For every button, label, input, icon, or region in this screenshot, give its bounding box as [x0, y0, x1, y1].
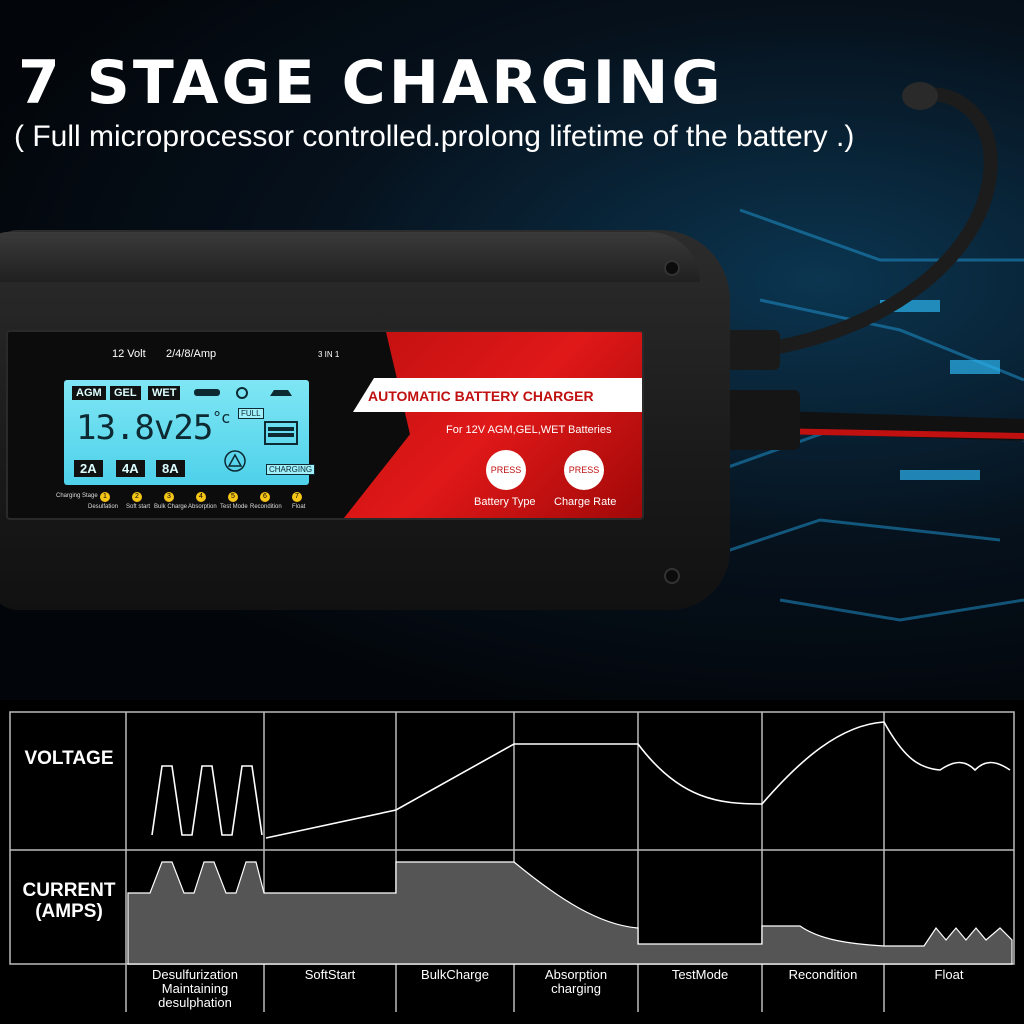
- screw-icon: [664, 260, 680, 276]
- stage-led-label-1: Desulfation: [88, 504, 119, 510]
- stage-led-label-2: Soft start: [126, 504, 151, 510]
- lcd-type-wet: WET: [148, 386, 181, 400]
- charging-stage-title: Charging Stage: [56, 493, 98, 499]
- control-panel: 12 Volt 2/4/8/Amp 3 IN 1 AGM GEL WET 13.…: [6, 330, 644, 520]
- panel-title-strip: [353, 378, 642, 412]
- battery-icon: [264, 421, 298, 445]
- motorbike-icon: [236, 387, 248, 399]
- stage-led-label-7: Float: [292, 504, 306, 510]
- battery-type-button[interactable]: PRESS: [486, 450, 526, 490]
- lcd-full-indicator: FULL: [238, 408, 264, 419]
- brand-subtitle: For 12V AGM,GEL,WET Batteries: [446, 424, 612, 436]
- stage-label-softstart: SoftStart: [304, 967, 356, 982]
- stage-led-5: 5: [228, 492, 238, 502]
- stage-label-absorption: Absorption charging: [544, 967, 608, 996]
- stage-label-desulfurization: Desulfurization Maintaining desulphation: [152, 967, 238, 1010]
- stage-led-1: 1: [100, 492, 110, 502]
- row-label-voltage: VOLTAGE: [24, 748, 114, 769]
- stage-led-label-3: Bulk Charge: [154, 504, 188, 510]
- stage-label-testmode: TestMode: [671, 967, 729, 982]
- stage-led-7: 7: [292, 492, 302, 502]
- stage-led-4: 4: [196, 492, 206, 502]
- charger-cable: [719, 82, 1024, 450]
- lcd-reading: 13.8v25°c: [76, 408, 231, 448]
- brand-title: AUTOMATIC BATTERY CHARGER: [368, 388, 594, 404]
- charge-rate-button[interactable]: PRESS: [564, 450, 604, 490]
- warning-icon: [224, 450, 246, 472]
- stage-led-6: 6: [260, 492, 270, 502]
- stage-led-label-6: Recondition: [250, 504, 282, 510]
- temperature-sensor-icon: [902, 82, 938, 110]
- spec-mode: 3 IN 1: [318, 350, 340, 359]
- charger-top: [0, 232, 700, 282]
- row-label-current: CURRENT (AMPS): [22, 880, 116, 922]
- lcd-display: AGM GEL WET 13.8v25°c FULL CHARGING 2A 4…: [64, 380, 316, 485]
- charging-stage-indicators: Charging Stage 1 Desulfation 2 Soft star…: [56, 492, 316, 516]
- stage-label-recondition: Recondition: [788, 967, 858, 982]
- battery-type-label: Battery Type: [474, 496, 536, 508]
- charge-rate-label: Charge Rate: [554, 496, 617, 508]
- boat-icon: [270, 390, 292, 396]
- page-headline: 7 STAGE CHARGING: [18, 48, 724, 118]
- spec-volt: 12 Volt: [112, 348, 146, 360]
- car-icon: [194, 389, 220, 396]
- stage-led-label-4: Absorption: [188, 504, 217, 510]
- stage-label-float: Float: [934, 967, 964, 982]
- stage-label-bulkcharge: BulkCharge: [421, 967, 489, 982]
- page-subtitle: ( Full microprocessor controlled.prolong…: [14, 120, 855, 153]
- lcd-amp-4a: 4A: [116, 460, 145, 477]
- lcd-type-gel: GEL: [110, 386, 141, 400]
- lcd-charging-indicator: CHARGING: [266, 464, 316, 475]
- stage-led-3: 3: [164, 492, 174, 502]
- stage-led-2: 2: [132, 492, 142, 502]
- vehicle-icons: [194, 387, 292, 399]
- lcd-type-agm: AGM: [72, 386, 106, 400]
- spec-amp: 2/4/8/Amp: [166, 348, 217, 360]
- lcd-amp-2a: 2A: [74, 460, 103, 477]
- screw-icon: [664, 568, 680, 584]
- voltage-curve: [151, 721, 1011, 839]
- current-area: [127, 861, 1013, 965]
- lcd-amp-8a: 8A: [156, 460, 185, 477]
- stage-led-label-5: Test Mode: [220, 504, 248, 510]
